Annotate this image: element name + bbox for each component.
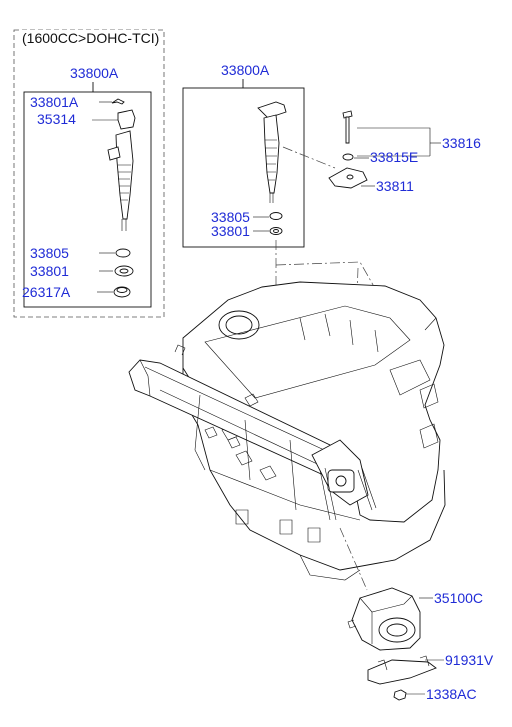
bracket-33816 (357, 127, 431, 157)
nut-1338AC (393, 689, 407, 701)
group-box-left (23, 91, 152, 308)
label-33801-left[interactable]: 33801 (30, 263, 69, 279)
washer-33815E (342, 153, 354, 161)
label-33816[interactable]: 33816 (442, 135, 481, 151)
washer-hole-right (273, 229, 279, 233)
bracket-35314 (117, 109, 136, 130)
oring-33805-right (269, 212, 283, 220)
injector-nozzle-right (269, 193, 274, 203)
variant-label: (1600CC>DOHC-TCI) (22, 30, 159, 46)
injector-nozzle-left (121, 219, 127, 231)
bracket-91931V (367, 659, 437, 685)
injector-left-drawing (107, 98, 136, 298)
label-1338AC[interactable]: 1338AC (426, 686, 477, 702)
label-33815E[interactable]: 33815E (370, 149, 418, 165)
label-33811[interactable]: 33811 (376, 178, 414, 194)
bolt-head-33816 (342, 110, 353, 119)
label-33800A-left[interactable]: 33800A (70, 65, 119, 81)
clamp-hole (346, 174, 354, 180)
label-26317A[interactable]: 26317A (22, 284, 71, 300)
variant-box: (1600CC>DOHC-TCI) (13, 29, 165, 318)
bolt-shank-33816 (345, 116, 350, 144)
engine-block-drawing (128, 281, 446, 581)
label-35314[interactable]: 35314 (37, 111, 76, 127)
injector-body-right (263, 114, 280, 194)
label-33801A[interactable]: 33801A (30, 94, 79, 110)
clamp-assembly-drawing (328, 110, 368, 189)
seal-26317A-top (116, 287, 128, 293)
label-33805-right[interactable]: 33805 (211, 209, 250, 225)
pump-35100C (351, 587, 421, 651)
label-33801-right[interactable]: 33801 (211, 223, 250, 239)
injector-right-drawing (257, 101, 287, 235)
pump-flange-inner (386, 623, 408, 637)
clip-33801A (111, 98, 125, 105)
injector-ribs-right (265, 139, 277, 181)
injector-ribs-left (118, 164, 131, 201)
variant-label-bg (20, 30, 158, 45)
washer-hole-left (119, 268, 129, 274)
group-box-right (182, 87, 305, 248)
label-33805-left[interactable]: 33805 (30, 245, 69, 261)
label-35100C[interactable]: 35100C (434, 590, 483, 606)
injector-connector-left (107, 146, 121, 161)
label-91931V[interactable]: 91931V (445, 652, 494, 668)
pump-drawing (347, 587, 421, 651)
injector-head-right (257, 101, 287, 119)
oring-33805-left (115, 248, 131, 258)
bracket-drawing (367, 655, 437, 685)
label-33800A-right[interactable]: 33800A (221, 62, 270, 78)
injector-body-left (115, 130, 134, 220)
